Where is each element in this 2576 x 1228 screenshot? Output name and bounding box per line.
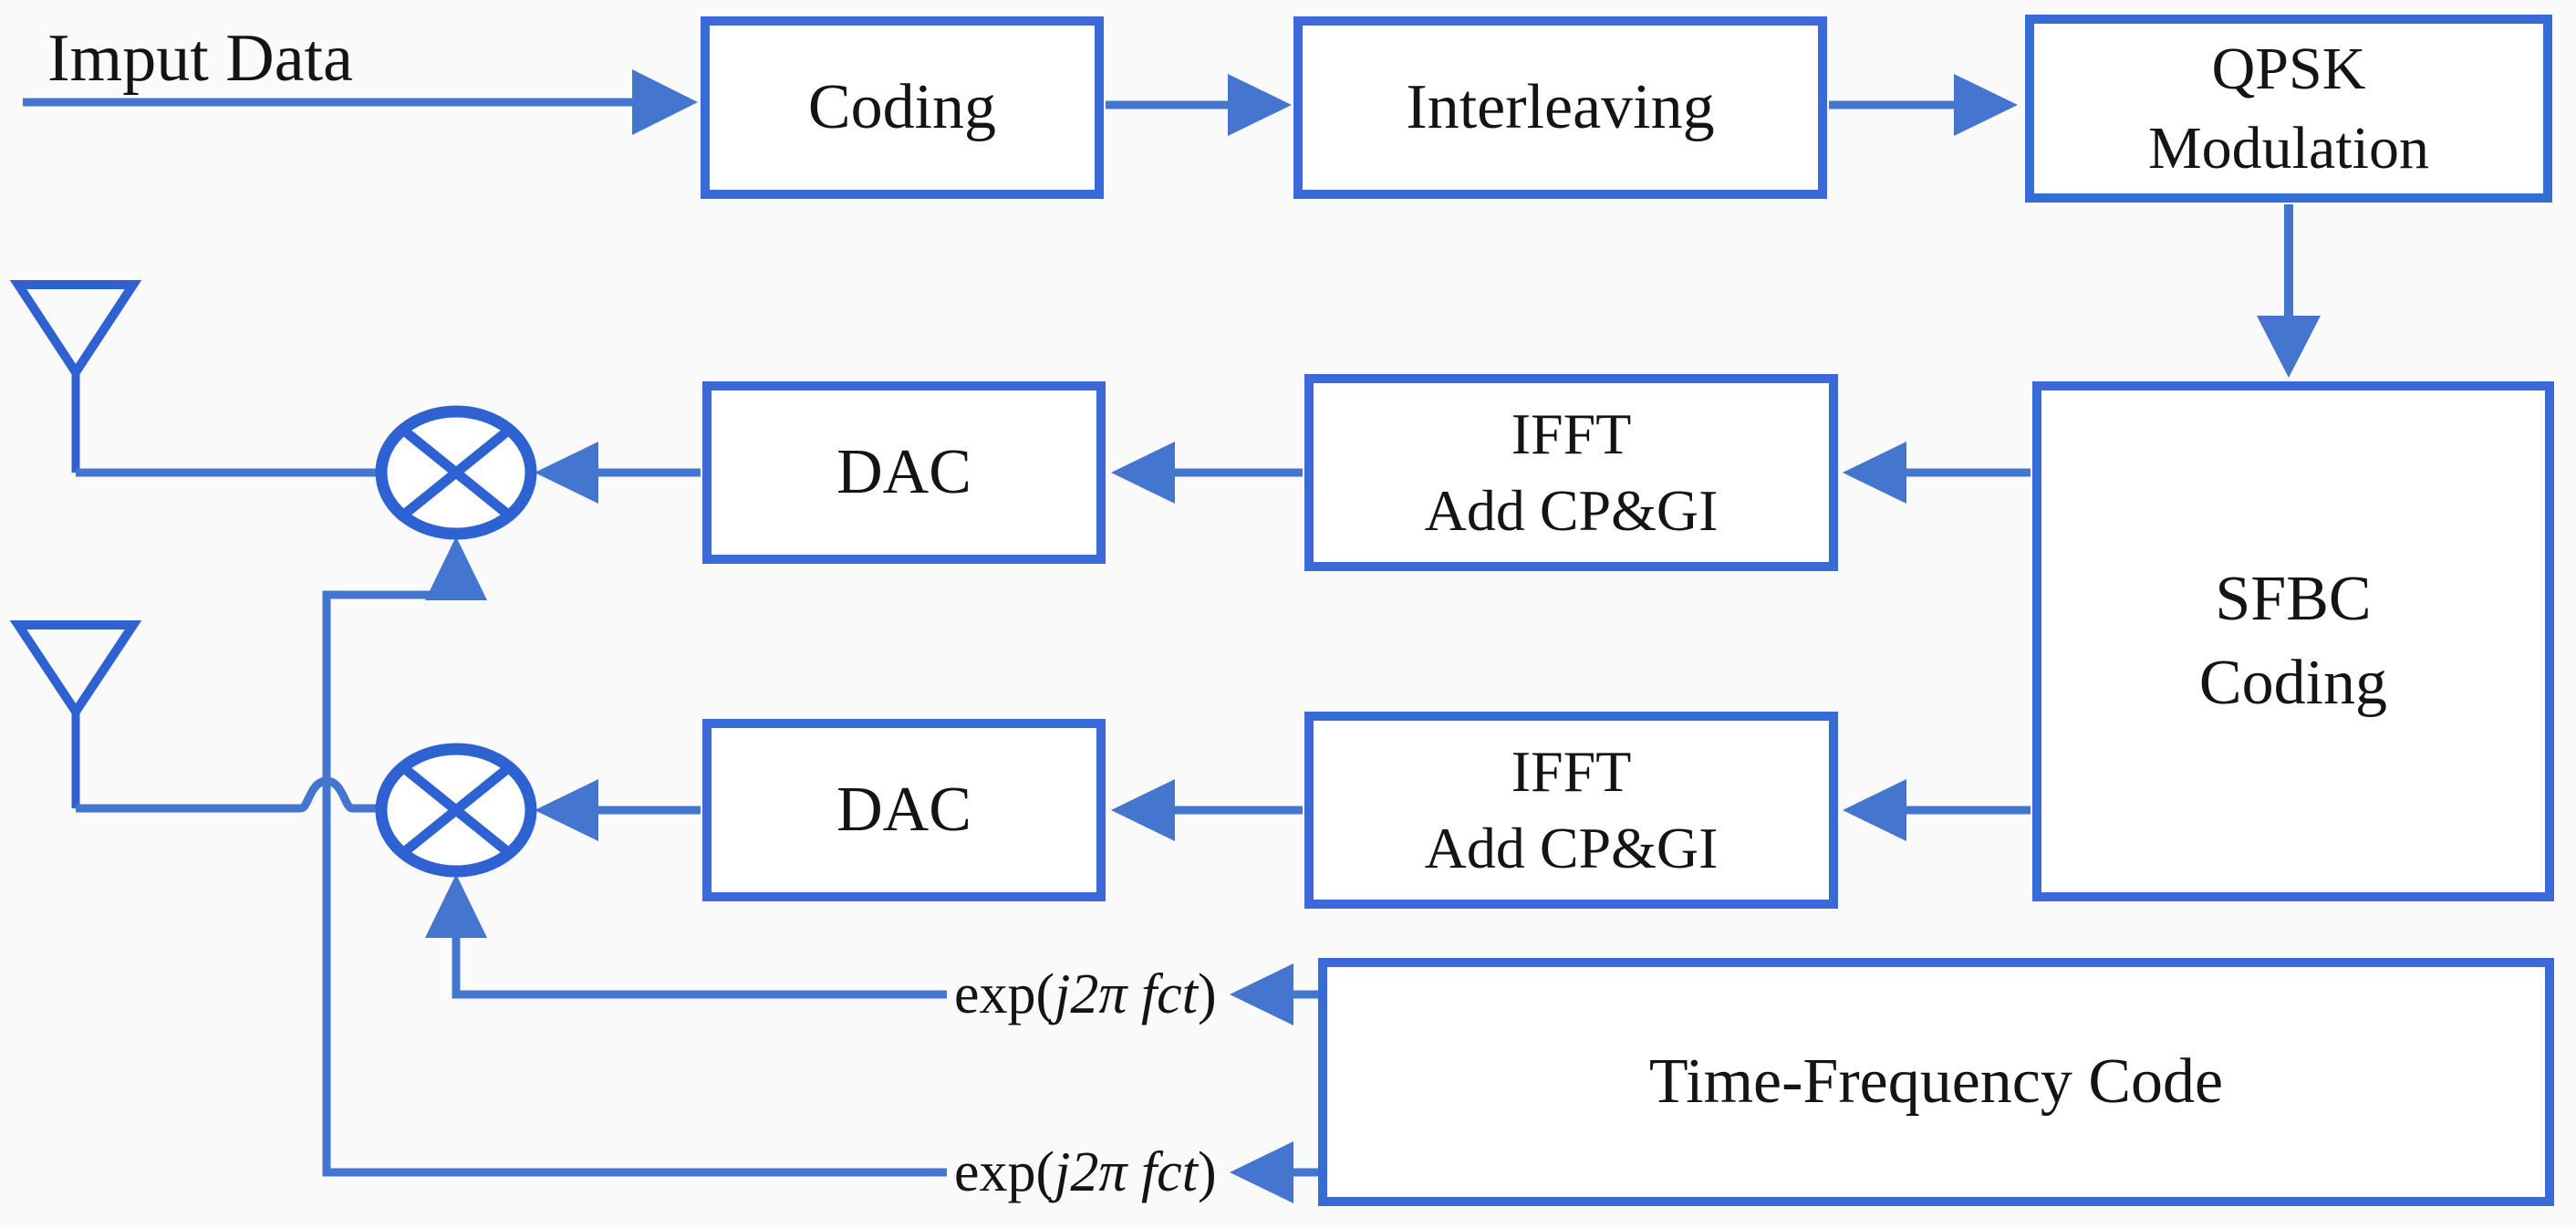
arrow-qpsk-to-sfbc (2257, 204, 2321, 378)
input-data-label: Imput Data (47, 21, 353, 96)
carrier-label-1: exp( j2π fct ) (954, 960, 1217, 1029)
arrow-ifft2-to-dac2 (1111, 779, 1303, 841)
box-dac1-label: DAC (836, 436, 971, 507)
box-ifft-add-cp-gi-2: IFFT Add CP&GI (1304, 712, 1838, 909)
carrier1-prefix: exp( (954, 963, 1055, 1025)
box-interleaving-label: Interleaving (1406, 71, 1715, 142)
arrow-dac1-to-mixer1 (535, 442, 701, 504)
box-coding: Coding (701, 16, 1104, 199)
arrow-coding-to-interleaving (1106, 74, 1292, 136)
arrow-tfcode-to-carrier2 (1230, 1141, 1321, 1203)
arrow-tfcode-to-carrier1 (1230, 963, 1321, 1025)
box-dac-1: DAC (702, 381, 1106, 564)
arrow-dac2-to-mixer2 (535, 779, 701, 841)
box-ifft2-label-line2: Add CP&GI (1424, 816, 1719, 880)
carrier2-suffix: ) (1197, 1140, 1217, 1203)
mixer-2-icon (375, 743, 537, 878)
box-dac2-label: DAC (836, 774, 971, 845)
arrow-sfbc-to-ifft2 (1843, 779, 2031, 841)
box-interleaving: Interleaving (1293, 16, 1827, 199)
carrier-label-2: exp( j2π fct ) (954, 1138, 1217, 1207)
arrow-ifft1-to-dac1 (1111, 442, 1303, 504)
input-arrow (23, 69, 698, 135)
box-sfbc-label-line2: Coding (2198, 648, 2388, 718)
mixer-1-icon (375, 405, 537, 540)
box-ifft-add-cp-gi-1: IFFT Add CP&GI (1304, 374, 1838, 571)
wire-carrier1-to-mixer2 (425, 874, 947, 999)
wire-carrier2-to-mixer1 (322, 536, 947, 1177)
box-sfbc-coding: SFBC Coding (2032, 381, 2554, 901)
box-time-frequency-code: Time-Frequency Code (1318, 958, 2554, 1206)
box-coding-label: Coding (807, 71, 997, 142)
box-ifft2-label-line1: IFFT (1511, 738, 1632, 804)
box-qpsk-modulation: QPSK Modulation (2025, 15, 2552, 203)
box-sfbc-label-line1: SFBC (2215, 563, 2372, 634)
carrier1-suffix: ) (1197, 963, 1217, 1025)
box-tfcode-label: Time-Frequency Code (1648, 1046, 2224, 1117)
antenna-1-icon (9, 280, 379, 477)
carrier2-prefix: exp( (954, 1140, 1055, 1203)
carrier1-math: j2π fct (1054, 963, 1198, 1025)
box-ifft1-label-line1: IFFT (1511, 401, 1632, 466)
box-ifft1-label-line2: Add CP&GI (1424, 478, 1719, 543)
box-qpsk-label-line2: Modulation (2148, 115, 2429, 182)
arrow-interleaving-to-qpsk (1829, 74, 2018, 136)
box-qpsk-label-line1: QPSK (2211, 35, 2366, 102)
carrier2-math: j2π fct (1054, 1140, 1198, 1203)
box-dac-2: DAC (702, 719, 1106, 901)
arrow-sfbc-to-ifft1 (1843, 442, 2031, 504)
antenna-2-icon (9, 620, 379, 813)
